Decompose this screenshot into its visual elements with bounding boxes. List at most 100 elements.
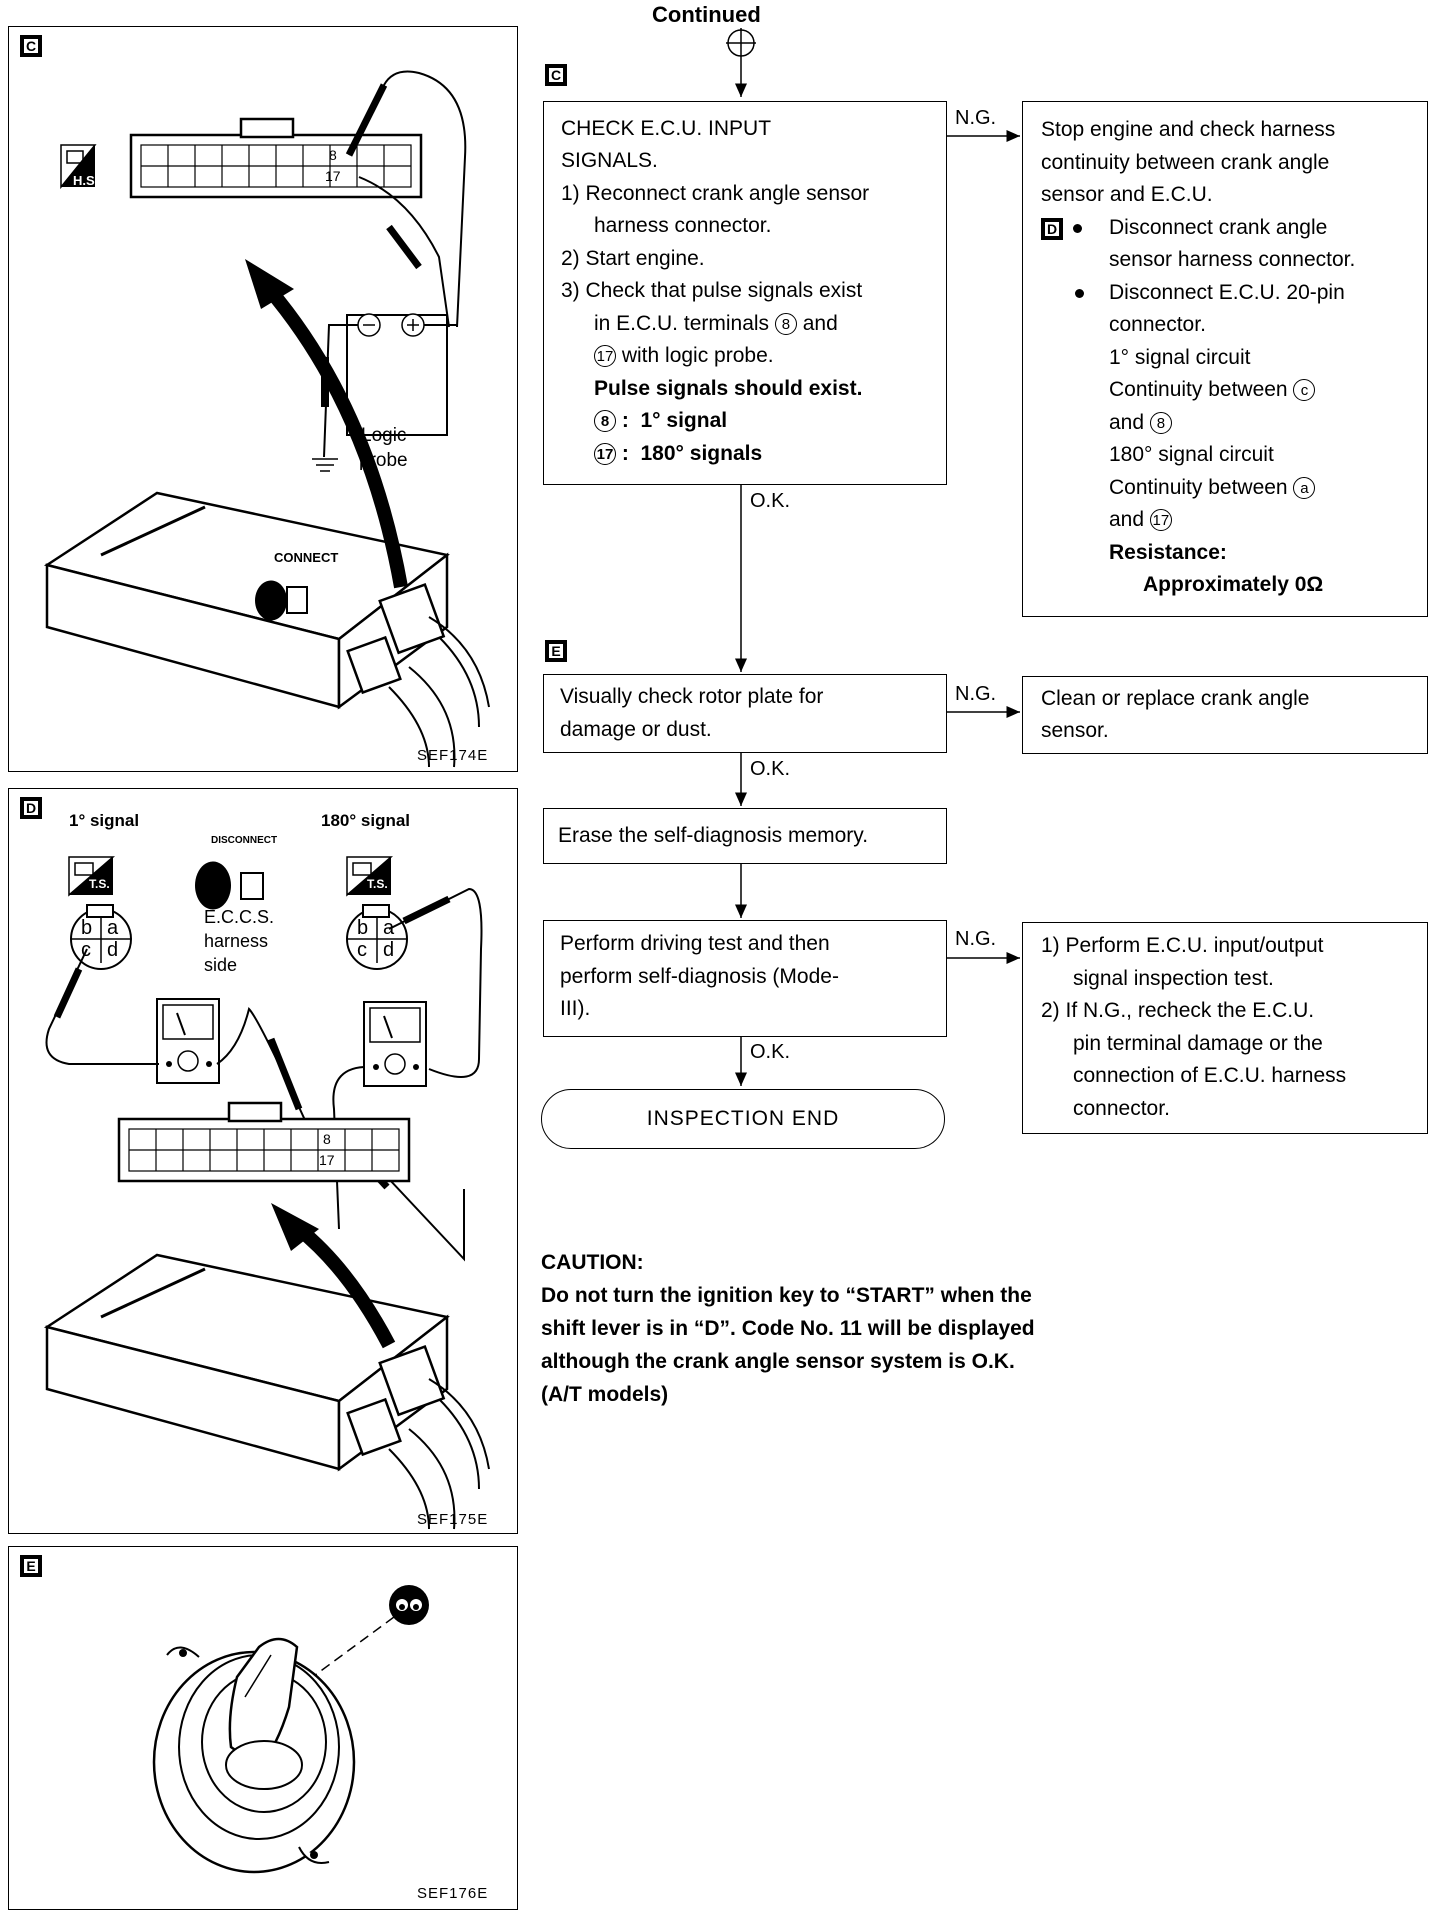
caution-line-3: although the crank angle sensor system i… xyxy=(541,1350,1015,1373)
caution-line-4: (A/T models) xyxy=(541,1383,669,1406)
pin-d-right: d xyxy=(383,939,395,961)
inspection-end-box: INSPECTION END xyxy=(541,1089,945,1149)
stop-line-14: Resistance: xyxy=(1109,541,1227,564)
sensor-connector-left xyxy=(70,904,132,970)
visual-line-2: damage or dust. xyxy=(560,718,712,741)
stop-line-6: Disconnect E.C.U. 20-pin xyxy=(1109,281,1345,304)
crank-angle-sensor xyxy=(152,1637,356,1874)
sensor-connector-right xyxy=(346,904,408,970)
caution-line-1: Do not turn the ignition key to “START” … xyxy=(541,1284,1032,1307)
ecu-connector-20pin xyxy=(129,117,423,199)
panel-d: D xyxy=(8,788,518,1534)
disconnect-icon xyxy=(195,861,264,910)
stop-line-3: sensor and E.C.U. xyxy=(1041,183,1213,206)
perform-line-6: connector. xyxy=(1073,1097,1170,1120)
driving-test-box: Perform driving test and then perform se… xyxy=(543,920,947,1037)
signal-1-label: 1° signal xyxy=(69,811,140,830)
eccs-label-3: side xyxy=(204,955,238,975)
connect-label: CONNECT xyxy=(274,550,339,565)
stop-line-5: sensor harness connector. xyxy=(1109,248,1356,271)
probe-label-2: probe xyxy=(359,450,408,471)
ts-icon-right xyxy=(346,856,394,897)
logic-probe xyxy=(312,313,457,472)
stop-d-letter: D xyxy=(1041,218,1063,240)
bullet-icon xyxy=(1073,224,1082,233)
ohmmeter-right xyxy=(363,1001,427,1087)
perform-line-1: 1) Perform E.C.U. input/output xyxy=(1041,934,1324,957)
panel-e-illustration xyxy=(152,1585,429,1874)
end-line-1: INSPECTION END xyxy=(646,1107,840,1130)
visual-line-1: Visually check rotor plate for xyxy=(560,685,824,708)
pin-b-left: b xyxy=(81,917,93,939)
clean-replace-box: Clean or replace crank angle sensor. xyxy=(1022,676,1428,754)
perform-line-5: connection of E.C.U. harness xyxy=(1073,1064,1347,1087)
ts-icon-left xyxy=(68,856,116,897)
disconnect-label: DISCONNECT xyxy=(211,835,278,846)
continued-label: Continued xyxy=(652,2,761,27)
pin-8-label: 8 xyxy=(329,147,337,163)
hs-tag: H.S xyxy=(73,173,95,188)
caution-line-2: shift lever is in “D”. Code No. 11 will … xyxy=(541,1317,1035,1340)
check-step-3c: 17 with logic probe. xyxy=(594,340,774,373)
stop-engine-box: Stop engine and check harness continuity… xyxy=(1022,101,1428,617)
stop-line-13: and 17 xyxy=(1109,504,1172,537)
ok-label-1: O.K. xyxy=(750,490,791,512)
stop-line-7: connector. xyxy=(1109,313,1206,336)
drive-line-2: perform self-diagnosis (Mode- xyxy=(560,965,839,988)
terminal-8-badge: 8 xyxy=(774,313,797,336)
panel-e: E SEF176E xyxy=(8,1546,518,1910)
panel-e-code: SEF176E xyxy=(417,1885,489,1902)
panel-c-code: SEF174E xyxy=(417,747,489,764)
stop-line-2: continuity between crank angle xyxy=(1041,151,1330,174)
panel-d-letter: D xyxy=(20,797,42,819)
pin-17-label: 17 xyxy=(325,168,341,184)
stop-line-1: Stop engine and check harness xyxy=(1041,118,1336,141)
bullet-icon xyxy=(1075,289,1084,298)
check-step-3b: in E.C.U. terminals 8 and xyxy=(594,312,838,336)
caution-title: CAUTION: xyxy=(541,1251,644,1274)
check-result-8: 8 : 1° signal xyxy=(594,405,727,438)
ohmmeter-left xyxy=(156,998,220,1084)
stop-line-15: Approximately 0Ω xyxy=(1143,573,1324,596)
pin-a-right: a xyxy=(383,917,395,939)
panel-d-illustration xyxy=(43,856,490,1530)
panel-c-letter: C xyxy=(20,35,42,57)
connect-icon xyxy=(255,580,308,621)
panel-c: C xyxy=(8,26,518,772)
stop-line-12: Continuity between a xyxy=(1109,472,1316,505)
pin-c-right: c xyxy=(357,939,367,961)
drive-line-3: III). xyxy=(560,997,591,1020)
ng-label-1: N.G. xyxy=(955,107,997,129)
pin-8-label-d: 8 xyxy=(323,1131,331,1147)
signal-180-label: 180° signal xyxy=(321,811,411,830)
stop-line-9: Continuity between c xyxy=(1109,374,1316,407)
panel-c-illustration xyxy=(43,70,490,768)
ok-label-3: O.K. xyxy=(750,1041,791,1063)
check-result-17: 17 : 180° signals xyxy=(594,438,762,471)
check-step-3: 3) Check that pulse signals exist xyxy=(561,279,863,302)
continuation-symbol xyxy=(726,28,756,97)
probe-label-1: Logic xyxy=(361,425,407,446)
step-c-letter: C xyxy=(545,64,567,86)
stop-line-11: 180° signal circuit xyxy=(1109,443,1274,466)
ecu-unit xyxy=(43,491,490,768)
visual-inspection-icon xyxy=(389,1585,429,1625)
terminal-17-badge: 17 xyxy=(594,345,616,368)
panel-d-code: SEF175E xyxy=(417,1511,489,1528)
pin-c-left: c xyxy=(81,939,91,961)
pin-b-right: b xyxy=(357,917,369,939)
perform-inspection-box: 1) Perform E.C.U. input/output signal in… xyxy=(1022,922,1428,1134)
ecu-unit-d xyxy=(43,1253,490,1530)
ok-label-2: O.K. xyxy=(750,758,791,780)
stop-line-8: 1° signal circuit xyxy=(1109,346,1251,369)
check-title-1: CHECK E.C.U. INPUT xyxy=(561,117,772,140)
clean-line-2: sensor. xyxy=(1041,719,1109,742)
stop-line-4: Disconnect crank angle xyxy=(1109,216,1328,239)
ts-right-tag: T.S. xyxy=(367,877,388,891)
erase-line-1: Erase the self-diagnosis memory. xyxy=(558,824,869,847)
check-step-1: 1) Reconnect crank angle sensor xyxy=(561,182,870,205)
check-step-1b: harness connector. xyxy=(594,214,772,237)
drive-line-1: Perform driving test and then xyxy=(560,932,830,955)
check-ecu-input-box: CHECK E.C.U. INPUT SIGNALS. 1) Reconnect… xyxy=(543,101,947,485)
